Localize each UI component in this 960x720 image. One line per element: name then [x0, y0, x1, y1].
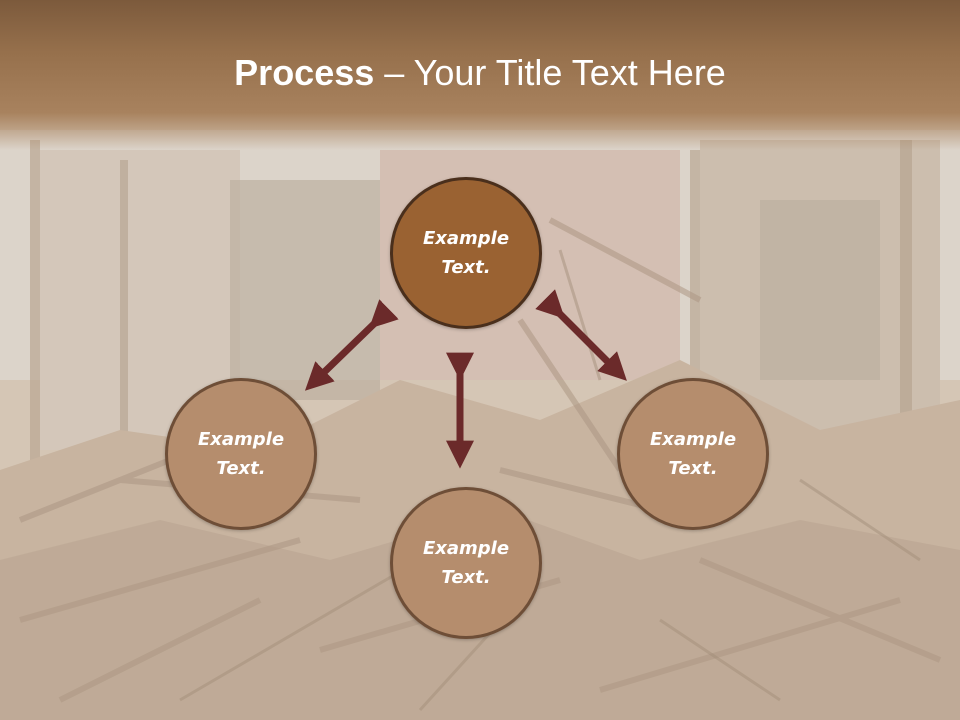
title-bold: Process: [234, 52, 375, 93]
title-band: [0, 0, 960, 150]
title-rest: – Your Title Text Here: [374, 52, 726, 93]
process-node-left-label: Example Text.: [197, 429, 285, 479]
process-node-top-label: Example Text.: [422, 228, 510, 278]
process-node-bottom-label: Example Text.: [422, 538, 510, 588]
process-node-bottom[interactable]: Example Text.: [390, 487, 542, 639]
process-node-right-label: Example Text.: [649, 429, 737, 479]
process-node-top[interactable]: Example Text.: [390, 177, 542, 329]
process-node-right[interactable]: Example Text.: [617, 378, 769, 530]
slide-title: Process – Your Title Text Here: [0, 52, 960, 94]
process-node-left[interactable]: Example Text.: [165, 378, 317, 530]
